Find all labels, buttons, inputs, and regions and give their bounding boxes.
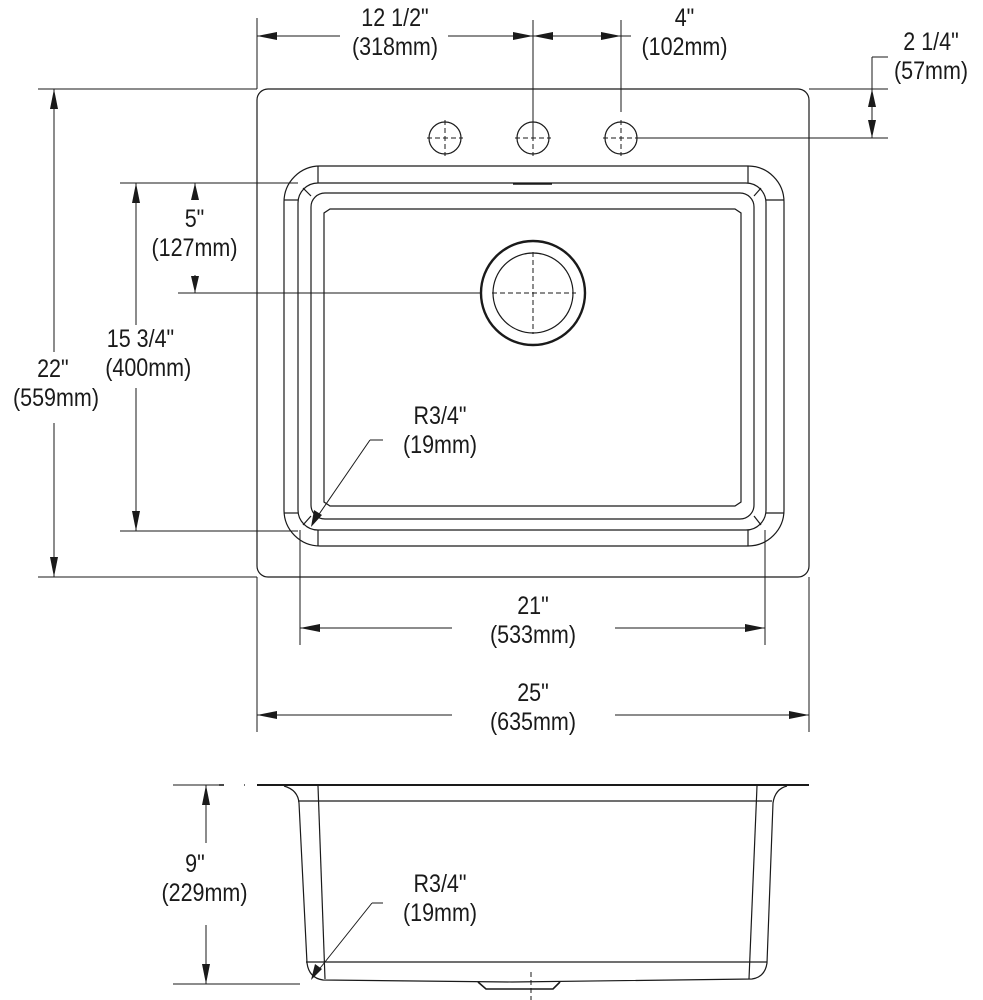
label-drain-setback-metric: (127mm) <box>151 234 238 262</box>
faucet-hole-1 <box>427 120 463 156</box>
label-overall-width: 25" (635mm) <box>477 679 589 737</box>
label-overall-length-metric: (559mm) <box>12 384 99 412</box>
label-plan-radius-metric: (19mm) <box>402 431 478 459</box>
label-overall-length: 22" (559mm) <box>8 355 104 413</box>
label-section-radius-imperial: R3/4" <box>413 870 467 898</box>
label-plan-radius-imperial: R3/4" <box>413 402 467 430</box>
label-hole-setback: 2 1/4" (57mm) <box>880 28 981 86</box>
drain <box>479 239 587 347</box>
label-bowl-length: 15 3/4" (400mm) <box>87 325 195 383</box>
label-bowl-depth-imperial: 9" <box>185 850 205 878</box>
bowl-rim-outer <box>283 165 785 547</box>
label-plan-radius: R3/4" (19mm) <box>388 402 491 460</box>
label-hole-setback-imperial: 2 1/4" <box>903 28 959 56</box>
plan-dimensions <box>38 18 888 732</box>
label-hole-setback-metric: (57mm) <box>893 57 969 85</box>
bowl-floor <box>323 208 742 507</box>
label-section-radius-metric: (19mm) <box>402 899 478 927</box>
label-bowl-width-imperial: 21" <box>517 592 549 620</box>
label-bowl-width: 21" (533mm) <box>477 592 589 650</box>
label-overall-width-imperial: 25" <box>517 679 549 707</box>
faucet-hole-3 <box>603 120 639 156</box>
bowl-wall-edge <box>310 192 755 520</box>
label-section-radius: R3/4" (19mm) <box>388 870 491 928</box>
plan-view <box>256 88 810 578</box>
label-faucet-offset-metric: (318mm) <box>351 33 438 61</box>
label-overall-length-imperial: 22" <box>37 355 69 383</box>
label-bowl-length-imperial: 15 3/4" <box>106 325 175 353</box>
section-view <box>173 784 809 1000</box>
label-hole-spacing-imperial: 4" <box>674 4 695 32</box>
label-faucet-offset: 12 1/2" (318mm) <box>339 4 451 62</box>
label-bowl-length-metric: (400mm) <box>105 354 192 382</box>
label-bowl-width-metric: (533mm) <box>489 621 576 649</box>
label-drain-setback: 5" (127mm) <box>141 205 249 263</box>
bowl-rim-inner <box>297 182 767 531</box>
label-faucet-offset-imperial: 12 1/2" <box>361 4 429 32</box>
label-drain-setback-imperial: 5" <box>184 205 205 233</box>
label-hole-spacing: 4" (102mm) <box>631 4 739 62</box>
label-bowl-depth: 9" (229mm) <box>151 850 259 908</box>
label-bowl-depth-metric: (229mm) <box>161 879 248 907</box>
label-overall-width-metric: (635mm) <box>489 708 576 736</box>
label-hole-spacing-metric: (102mm) <box>641 33 728 61</box>
